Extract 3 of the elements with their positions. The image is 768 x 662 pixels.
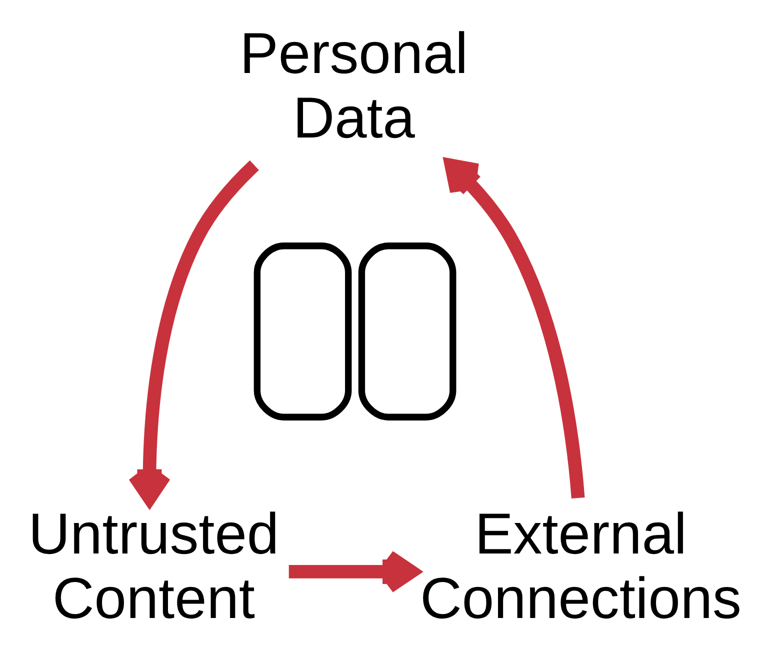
node-text: Personal Data <box>239 22 468 150</box>
node-text: Untrusted Content <box>28 502 279 630</box>
node-text: External Connections <box>420 502 741 630</box>
